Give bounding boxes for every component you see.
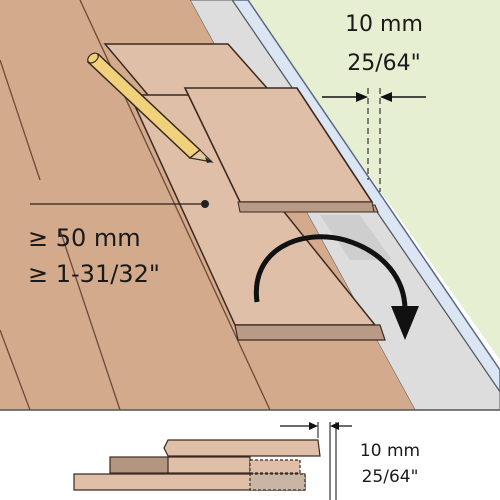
offset-inch-label: ≥ 1-31/32" [28,260,160,288]
top-gap-dimension [322,88,426,192]
top-gap-inch-label: 25/64" [347,51,421,76]
bottom-gap-dimension [280,422,352,438]
board-offcut-edge [237,201,375,213]
bottom-gap-inch-label: 25/64" [362,467,419,487]
board-shadow [320,215,392,260]
section-boards [73,439,321,491]
offset-mark-dot [201,200,209,208]
rotation-arrow-icon [253,234,419,340]
offset-mm-label: ≥ 50 mm [28,224,141,252]
board-placed-edge [234,324,386,341]
top-gap-mm-label: 10 mm [345,12,423,37]
section-wall [329,422,337,500]
bottom-gap-mm-label: 10 mm [360,441,420,461]
pencil-icon [86,52,214,163]
